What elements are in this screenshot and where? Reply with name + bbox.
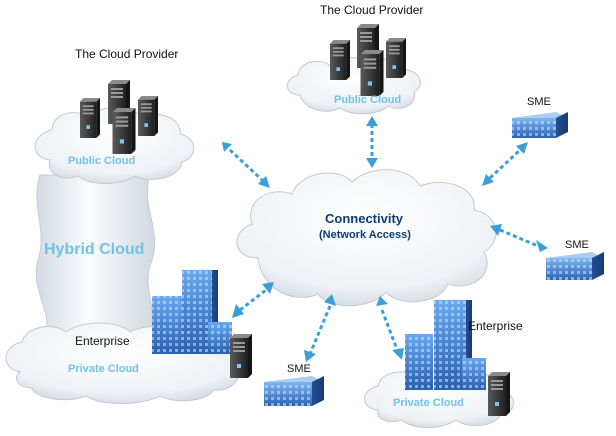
sme-label-right: SME [565,239,589,251]
public-cloud-label-left: Public Cloud [68,155,136,167]
private-cloud-label-right: Private Cloud [393,397,464,409]
building-icon [152,270,232,354]
server-icon [230,334,252,378]
public-cloud-label-top: Public Cloud [334,94,402,106]
provider-label-left: The Cloud Provider [75,47,179,61]
building-icon [546,252,604,280]
provider-label-top: The Cloud Provider [320,3,424,17]
enterprise-label-left: Enterprise [75,334,130,348]
double-arrow-icon [228,124,539,355]
enterprise-label-right: Enterprise [468,319,523,333]
private-cloud-label-left: Private Cloud [68,363,139,375]
connectivity-label: Connectivity [325,211,404,226]
connectivity-cloud-shape [236,169,497,307]
building-icon [405,300,486,390]
building-icon [512,112,568,138]
double-arrow-heads [222,116,548,362]
sme-label-top-right: SME [527,96,551,108]
network-access-label: (Network Access) [319,229,411,241]
building-icon [264,376,324,406]
server-icon [488,372,510,416]
sme-label-bottom: SME [287,363,311,375]
hybrid-cloud-label: Hybrid Cloud [44,241,145,258]
